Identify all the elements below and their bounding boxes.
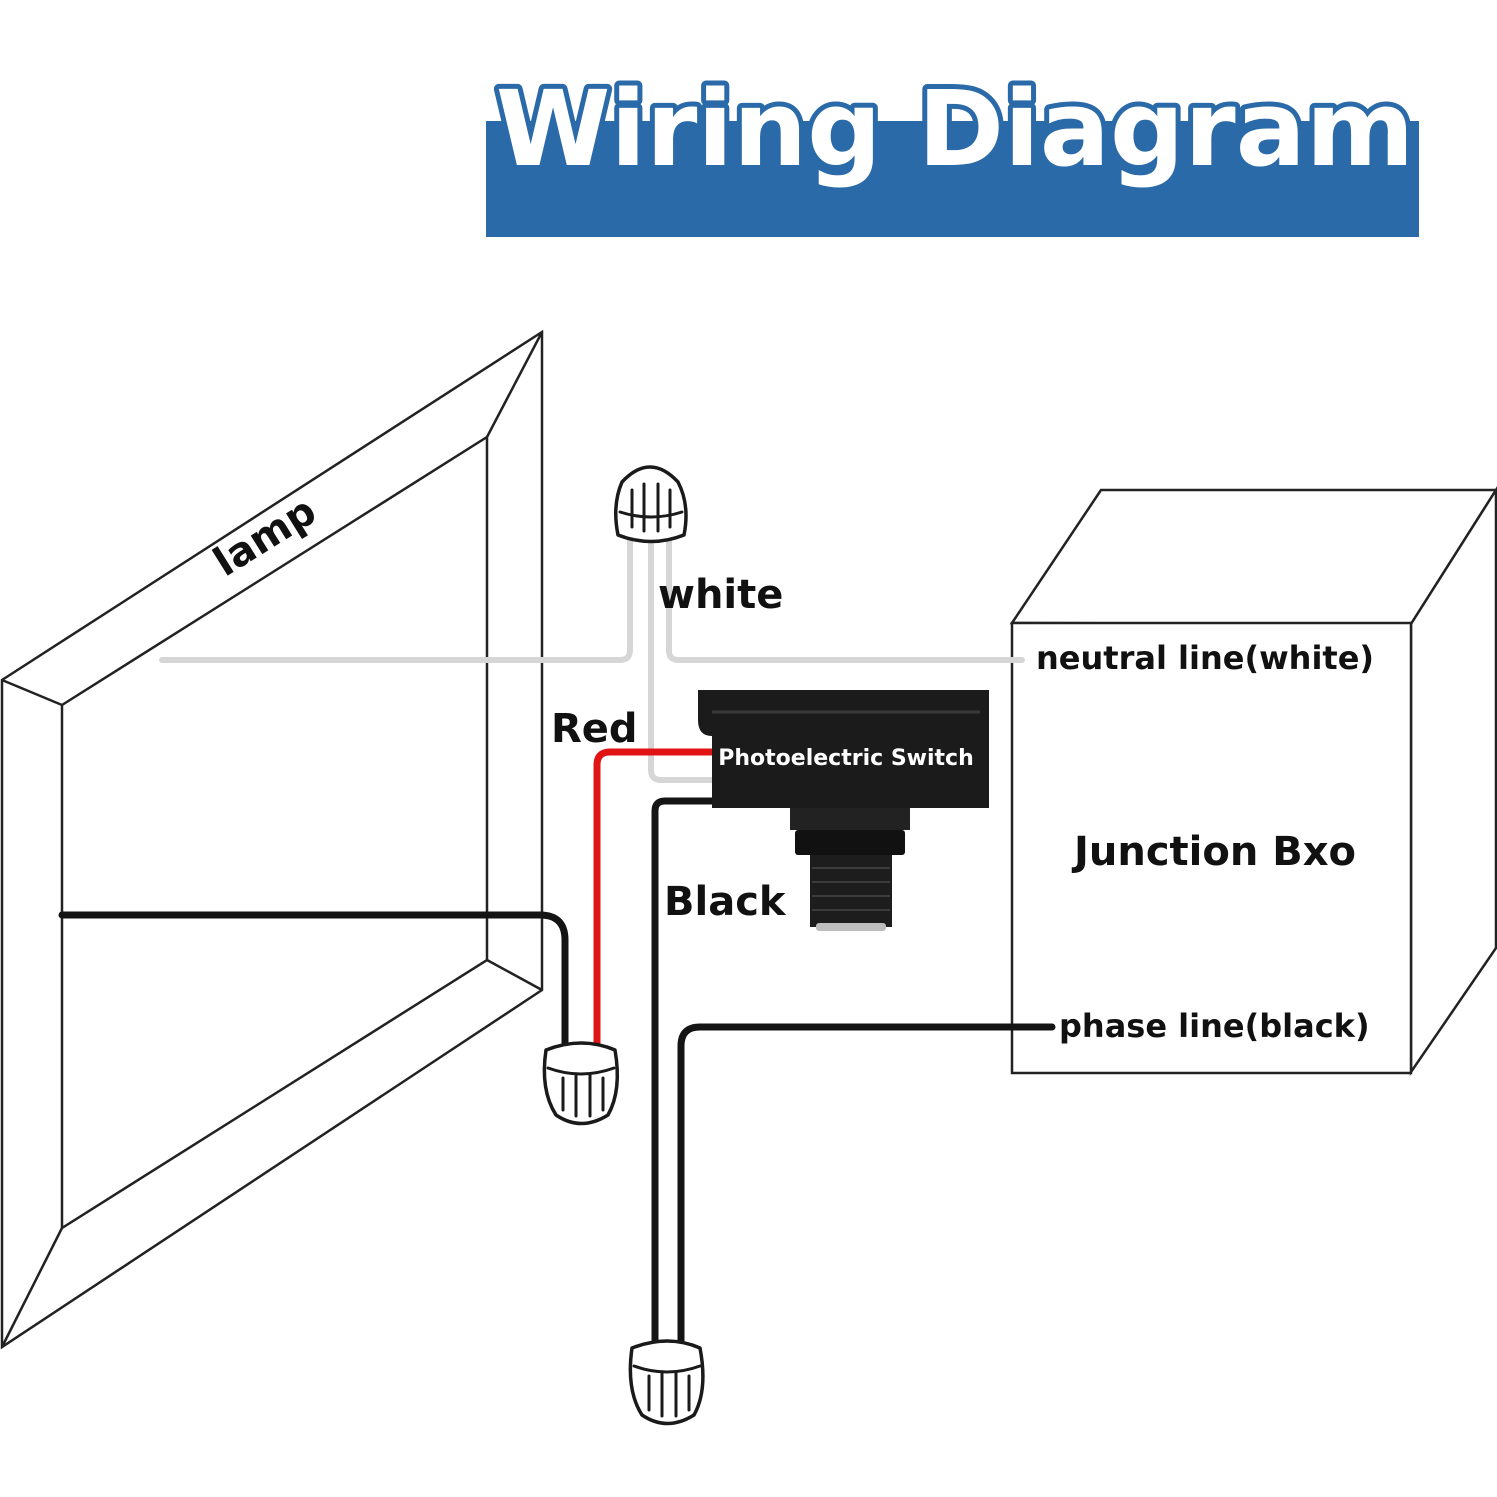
white-wire-switch — [648, 538, 715, 783]
switch-lens — [816, 923, 886, 931]
title-banner: Wiring Diagram — [486, 63, 1419, 237]
title-banner-background — [486, 121, 1419, 237]
junction-box-label: Junction Bxo — [1071, 829, 1356, 875]
white-wires — [159, 538, 1025, 783]
black-wire-lamp — [58, 911, 569, 1049]
switch-collar — [795, 830, 905, 855]
switch-label: Photoelectric Switch — [718, 746, 974, 771]
white-wire-lamp — [159, 538, 633, 663]
lamp-bevel-line — [485, 331, 544, 438]
switch-thread-lines — [812, 867, 890, 911]
white-label: white — [658, 572, 783, 618]
black-label: Black — [664, 879, 787, 925]
title-text: Wiring Diagram — [496, 68, 1414, 190]
switch-body — [698, 690, 989, 808]
photoelectric-switch: Photoelectric Switch — [698, 690, 989, 931]
red-wire — [593, 748, 716, 1049]
switch-thread — [810, 855, 892, 927]
lamp-fixture: lamp — [0, 329, 544, 1350]
black-wires — [58, 797, 1056, 1349]
junction-box-front — [1010, 621, 1413, 1075]
black-wire-phase — [677, 1023, 1056, 1349]
lamp-bevel-line — [1, 678, 63, 707]
lamp-bevel-line — [0, 1227, 64, 1348]
black-wire-switch — [651, 797, 716, 1349]
neutral-line-label: neutral line(white) — [1036, 639, 1374, 677]
wire-nut-top-icon — [614, 465, 688, 544]
lamp-bevel-line — [486, 958, 543, 992]
junction-box: Junction Bxo — [1009, 486, 1497, 1077]
switch-neck — [790, 808, 910, 830]
wire-nut-bottom-icon — [628, 1339, 705, 1426]
wire-nut-middle-icon — [542, 1041, 620, 1126]
phase-line-label: phase line(black) — [1059, 1007, 1370, 1045]
red-label: Red — [551, 706, 638, 752]
white-wire-neutral — [666, 538, 1025, 663]
